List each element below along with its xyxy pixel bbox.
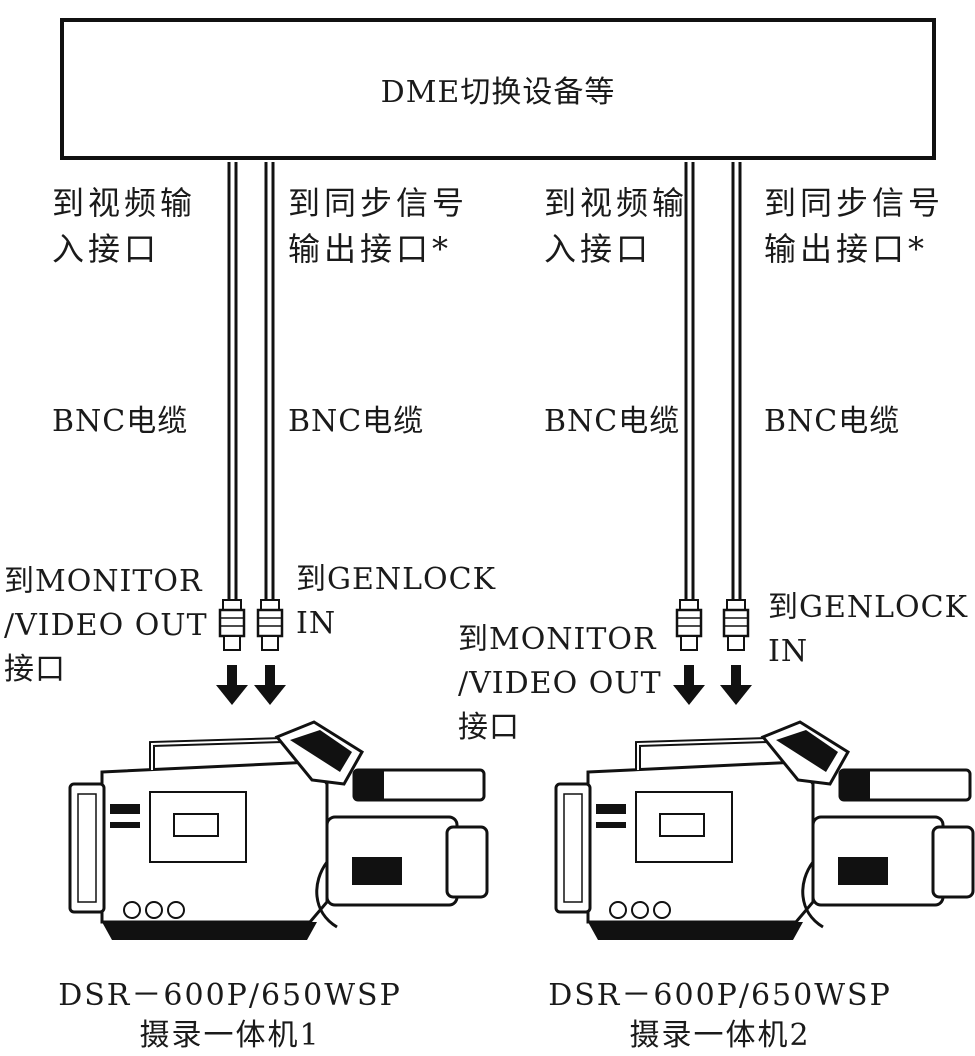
monitor-port-label-1: 到MONITOR /VIDEO OUT 接口 xyxy=(4,564,208,687)
bnc-cable-label-2b: BNC电缆 xyxy=(764,404,901,439)
bnc-connector-icon xyxy=(675,598,703,652)
arrow-down-icon xyxy=(720,665,752,705)
monitor-port-label-2: 到MONITOR /VIDEO OUT 接口 xyxy=(458,622,662,745)
arrow-down-icon xyxy=(216,665,248,705)
cable-video-1 xyxy=(227,162,238,600)
sync-output-label-2: 到同步信号 输出接口* xyxy=(764,184,945,268)
arrow-down-icon xyxy=(673,665,705,705)
video-input-label-1: 到视频输 入接口 xyxy=(52,184,197,268)
dme-switcher-box: DME切换设备等 xyxy=(60,18,936,160)
cable-video-2 xyxy=(684,162,695,600)
video-input-label-2: 到视频输 入接口 xyxy=(544,184,689,268)
bnc-connector-icon xyxy=(218,598,246,652)
bnc-cable-label-1b: BNC电缆 xyxy=(288,404,425,439)
bnc-connector-icon xyxy=(722,598,750,652)
camera-caption-2: DSR－600P/650WSP 摄录一体机2 xyxy=(548,978,892,1053)
arrow-down-icon xyxy=(254,665,286,705)
cable-sync-1 xyxy=(264,162,275,600)
camera-caption-1: DSR－600P/650WSP 摄录一体机1 xyxy=(58,978,402,1053)
camcorder-icon xyxy=(556,722,973,940)
bnc-cable-label-1a: BNC电缆 xyxy=(52,404,189,439)
dme-switcher-label: DME切换设备等 xyxy=(380,75,616,110)
genlock-port-label-1: 到GENLOCK IN xyxy=(296,562,496,641)
genlock-port-label-2: 到GENLOCK IN xyxy=(768,590,968,669)
bnc-connector-icon xyxy=(256,598,284,652)
cable-sync-2 xyxy=(731,162,742,600)
camcorder-icon xyxy=(70,722,487,940)
bnc-cable-label-2a: BNC电缆 xyxy=(544,404,681,439)
sync-output-label-1: 到同步信号 输出接口* xyxy=(288,184,469,268)
